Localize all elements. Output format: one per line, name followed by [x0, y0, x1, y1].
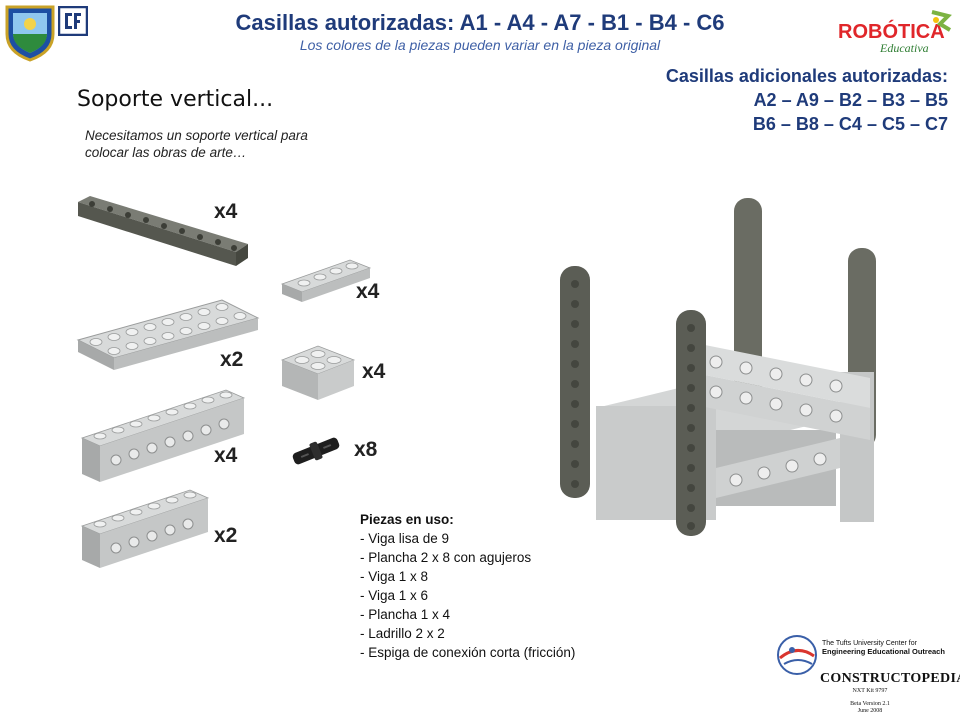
beta-line-2: June 2008 [857, 708, 883, 714]
beta-line-1: Beta Version 2.1 [850, 701, 890, 707]
page-subtitle: Los colores de la piezas pueden variar e… [299, 37, 661, 53]
technic-beam-1x6-icon [80, 489, 210, 568]
additional-heading: Casillas adicionales autorizadas: [665, 66, 948, 86]
beta-version: Beta Version 2.1 June 2008 [820, 701, 920, 715]
school-crest-icon [5, 5, 55, 62]
friction-pin-qty: x8 [354, 438, 378, 461]
tufts-line-2: Engineering Educational Outreach [822, 647, 945, 656]
technic-beam-1x6-qty: x2 [214, 524, 238, 547]
institution-logo-icon [58, 6, 88, 36]
list-item: - Plancha 1 x 4 [360, 607, 451, 622]
friction-pin-icon [292, 437, 340, 465]
plate-1x4-qty: x4 [356, 280, 380, 303]
technic-beam-1x8-icon [80, 389, 246, 482]
brick-2x2-qty: x4 [362, 360, 386, 383]
tufts-line-1: The Tufts University Center for [822, 640, 917, 647]
robotica-logo-icon: ROBÓTICA Educativa [838, 10, 952, 55]
list-item: - Plancha 2 x 8 con agujeros [360, 550, 532, 565]
beam-9-qty: x4 [214, 200, 238, 223]
plate-2x8-qty: x2 [220, 348, 244, 371]
robotica-logo: ROBÓTICA Educativa [832, 8, 954, 58]
pieces-heading: Piezas en uso: [360, 512, 454, 527]
list-item: - Viga lisa de 9 [360, 531, 450, 546]
additional-line-1: A2 – A9 – B2 – B3 – B5 [753, 90, 948, 110]
list-item: - Viga 1 x 6 [360, 588, 429, 603]
tufts-label: The Tufts University Center for Engineer… [822, 640, 947, 656]
assembled-stand-icon [560, 198, 876, 536]
list-item: - Ladrillo 2 x 2 [360, 626, 445, 641]
brick-2x2-icon [280, 345, 356, 400]
additional-squares: Casillas adicionales autorizadas: A2 – A… [560, 64, 948, 136]
list-item: - Espiga de conexión corta (fricción) [360, 645, 576, 660]
section-description: Necesitamos un soporte vertical para col… [85, 128, 308, 160]
svg-text:ROBÓTICA: ROBÓTICA [838, 19, 945, 43]
kit-number: NXT Kit 9797 [852, 688, 888, 694]
tufts-globe-icon [777, 635, 817, 675]
list-item: - Viga 1 x 8 [360, 569, 429, 584]
plate-1x4-icon [280, 259, 372, 302]
page-title: Casillas autorizadas: A1 - A4 - A7 - B1 … [235, 10, 725, 35]
beam-9-icon [78, 196, 248, 266]
section-title: Soporte vertical... [77, 87, 274, 112]
pieces-list: Piezas en uso: - Viga lisa de 9 - Planch… [360, 510, 575, 662]
constructopedia-title: CONSTRUCTOPEDIA [820, 671, 960, 686]
additional-line-2: B6 – B8 – C4 – C5 – C7 [752, 114, 948, 134]
technic-beam-1x8-qty: x4 [214, 444, 238, 467]
svg-text:Educativa: Educativa [879, 41, 929, 55]
plate-2x8-icon [76, 299, 260, 370]
